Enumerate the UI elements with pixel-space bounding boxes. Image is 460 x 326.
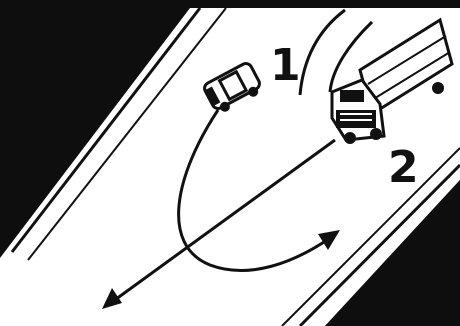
- truck-label: 2: [388, 142, 419, 193]
- car-label: 1: [270, 40, 301, 91]
